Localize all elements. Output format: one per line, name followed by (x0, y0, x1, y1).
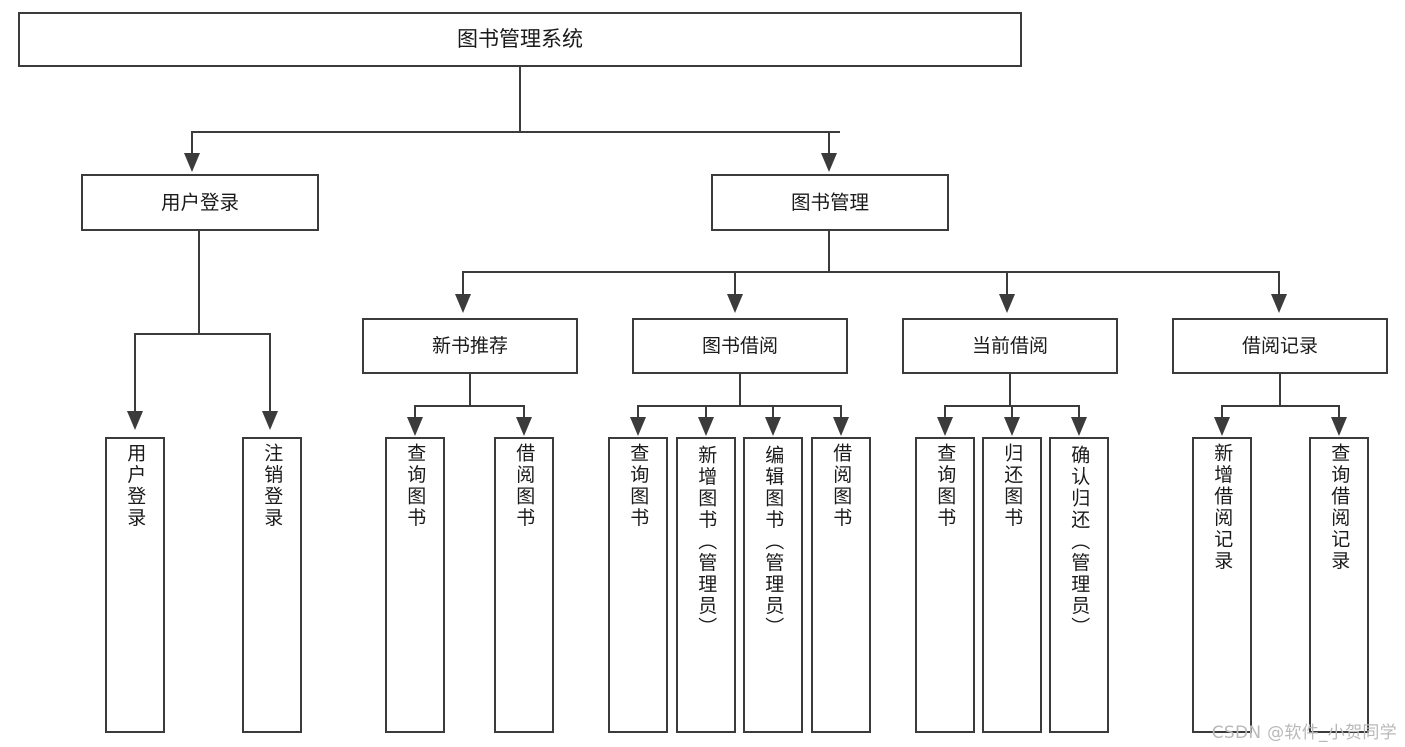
connector-book-borrow-leaf-0 (637, 405, 640, 419)
leaf-confirm-return-admin[interactable]: 确认归还（管理员） (1049, 437, 1109, 733)
connector-book-borrow-stem (739, 374, 742, 407)
connector-current-borrow-leaf-0 (944, 405, 947, 419)
node-label: 当前借阅 (971, 334, 1048, 357)
leaf-query-books-recommend[interactable]: 查询图书 (385, 437, 445, 733)
arrowhead-icon (1331, 417, 1347, 436)
node-label: 图书管理 (790, 191, 869, 214)
arrowhead-icon (1214, 417, 1230, 436)
node-label: 编辑图书（管理员） (762, 445, 785, 639)
arrowhead-icon (1271, 294, 1287, 313)
arrowhead-icon (516, 417, 532, 436)
arrowhead-icon (937, 417, 953, 436)
leaf-query-books-current[interactable]: 查询图书 (915, 437, 975, 733)
arrowhead-icon (262, 411, 278, 430)
connector-book-mgmt-stem (828, 231, 831, 273)
arrowhead-icon (999, 294, 1015, 313)
arrowhead-icon (1071, 417, 1087, 436)
connector-book-mgmt-to-level2-0 (462, 271, 465, 296)
arrowhead-icon (821, 153, 837, 172)
node-label: 确认归还（管理员） (1068, 445, 1091, 639)
node-label: 用户登录 (124, 443, 147, 529)
node-user-login[interactable]: 用户登录 (81, 174, 319, 231)
node-label: 新书推荐 (431, 334, 508, 357)
connector-book-mgmt-bar (462, 271, 1278, 274)
leaf-borrow-books-recommend[interactable]: 借阅图书 (494, 437, 554, 733)
connector-borrow-records-leaf-1 (1338, 405, 1341, 419)
arrowhead-icon (1004, 417, 1020, 436)
node-label: 借阅图书 (830, 443, 853, 529)
arrowhead-icon (698, 417, 714, 436)
connector-book-mgmt-to-level2-2 (1006, 271, 1009, 296)
node-label: 注销登录 (261, 443, 284, 529)
connector-book-mgmt-to-level2-1 (734, 271, 737, 296)
node-root-system[interactable]: 图书管理系统 (18, 12, 1022, 67)
node-label: 图书借阅 (701, 334, 778, 357)
arrowhead-icon (455, 294, 471, 313)
connector-user-login-leaf-1 (269, 333, 272, 415)
node-label: 新增图书（管理员） (695, 445, 718, 639)
leaf-query-books-borrow[interactable]: 查询图书 (608, 437, 668, 733)
connector-root-to-level1-1 (828, 131, 831, 157)
leaf-user-logout[interactable]: 注销登录 (242, 437, 302, 733)
node-label: 查询图书 (627, 443, 650, 529)
connector-new-book-bar (414, 405, 525, 408)
leaf-edit-book-admin[interactable]: 编辑图书（管理员） (743, 437, 803, 733)
leaf-query-borrow-record[interactable]: 查询借阅记录 (1309, 437, 1369, 733)
connector-root-to-level1-0 (191, 131, 194, 157)
arrowhead-icon (127, 411, 143, 430)
connector-new-book-leaf-1 (523, 405, 526, 419)
node-new-book-recommend[interactable]: 新书推荐 (362, 318, 578, 374)
connector-current-borrow-stem (1009, 374, 1012, 407)
connector-root-stem (519, 67, 522, 132)
arrowhead-icon (727, 294, 743, 313)
node-current-borrow[interactable]: 当前借阅 (902, 318, 1118, 374)
node-label: 查询图书 (404, 443, 427, 529)
connector-root-bar (191, 131, 840, 134)
leaf-return-book[interactable]: 归还图书 (982, 437, 1042, 733)
node-label: 借阅记录 (1241, 334, 1318, 357)
arrowhead-icon (630, 417, 646, 436)
node-label: 归还图书 (1001, 443, 1024, 529)
connector-current-borrow-leaf-2 (1078, 405, 1081, 419)
node-label: 用户登录 (160, 191, 239, 214)
node-label: 查询借阅记录 (1328, 443, 1351, 572)
connector-book-borrow-bar (637, 405, 842, 408)
node-label: 图书管理系统 (457, 27, 583, 52)
node-borrow-records[interactable]: 借阅记录 (1172, 318, 1388, 374)
connector-book-borrow-leaf-1 (705, 405, 708, 419)
connector-borrow-records-leaf-0 (1221, 405, 1224, 419)
connector-current-borrow-leaf-1 (1011, 405, 1014, 419)
leaf-user-login[interactable]: 用户登录 (105, 437, 165, 733)
arrowhead-icon (407, 417, 423, 436)
connector-book-borrow-leaf-2 (772, 405, 775, 419)
arrowhead-icon (184, 153, 200, 172)
connector-book-mgmt-to-level2-3 (1278, 271, 1281, 296)
connector-user-login-leaf-0 (134, 333, 137, 415)
node-label: 查询图书 (934, 443, 957, 529)
node-book-borrow[interactable]: 图书借阅 (632, 318, 848, 374)
connector-user-login-stem (198, 231, 201, 335)
node-label: 新增借阅记录 (1211, 443, 1234, 572)
arrowhead-icon (833, 417, 849, 436)
node-label: 借阅图书 (513, 443, 536, 529)
node-book-management[interactable]: 图书管理 (711, 174, 949, 231)
connector-book-borrow-leaf-3 (840, 405, 843, 419)
connector-new-book-stem (469, 374, 472, 407)
arrowhead-icon (765, 417, 781, 436)
leaf-add-borrow-record[interactable]: 新增借阅记录 (1192, 437, 1252, 733)
leaf-borrow-book[interactable]: 借阅图书 (811, 437, 871, 733)
leaf-add-book-admin[interactable]: 新增图书（管理员） (676, 437, 736, 733)
connector-new-book-leaf-0 (414, 405, 417, 419)
connector-borrow-records-bar (1221, 405, 1340, 408)
connector-user-login-bar (134, 333, 271, 336)
connector-borrow-records-stem (1279, 374, 1282, 407)
